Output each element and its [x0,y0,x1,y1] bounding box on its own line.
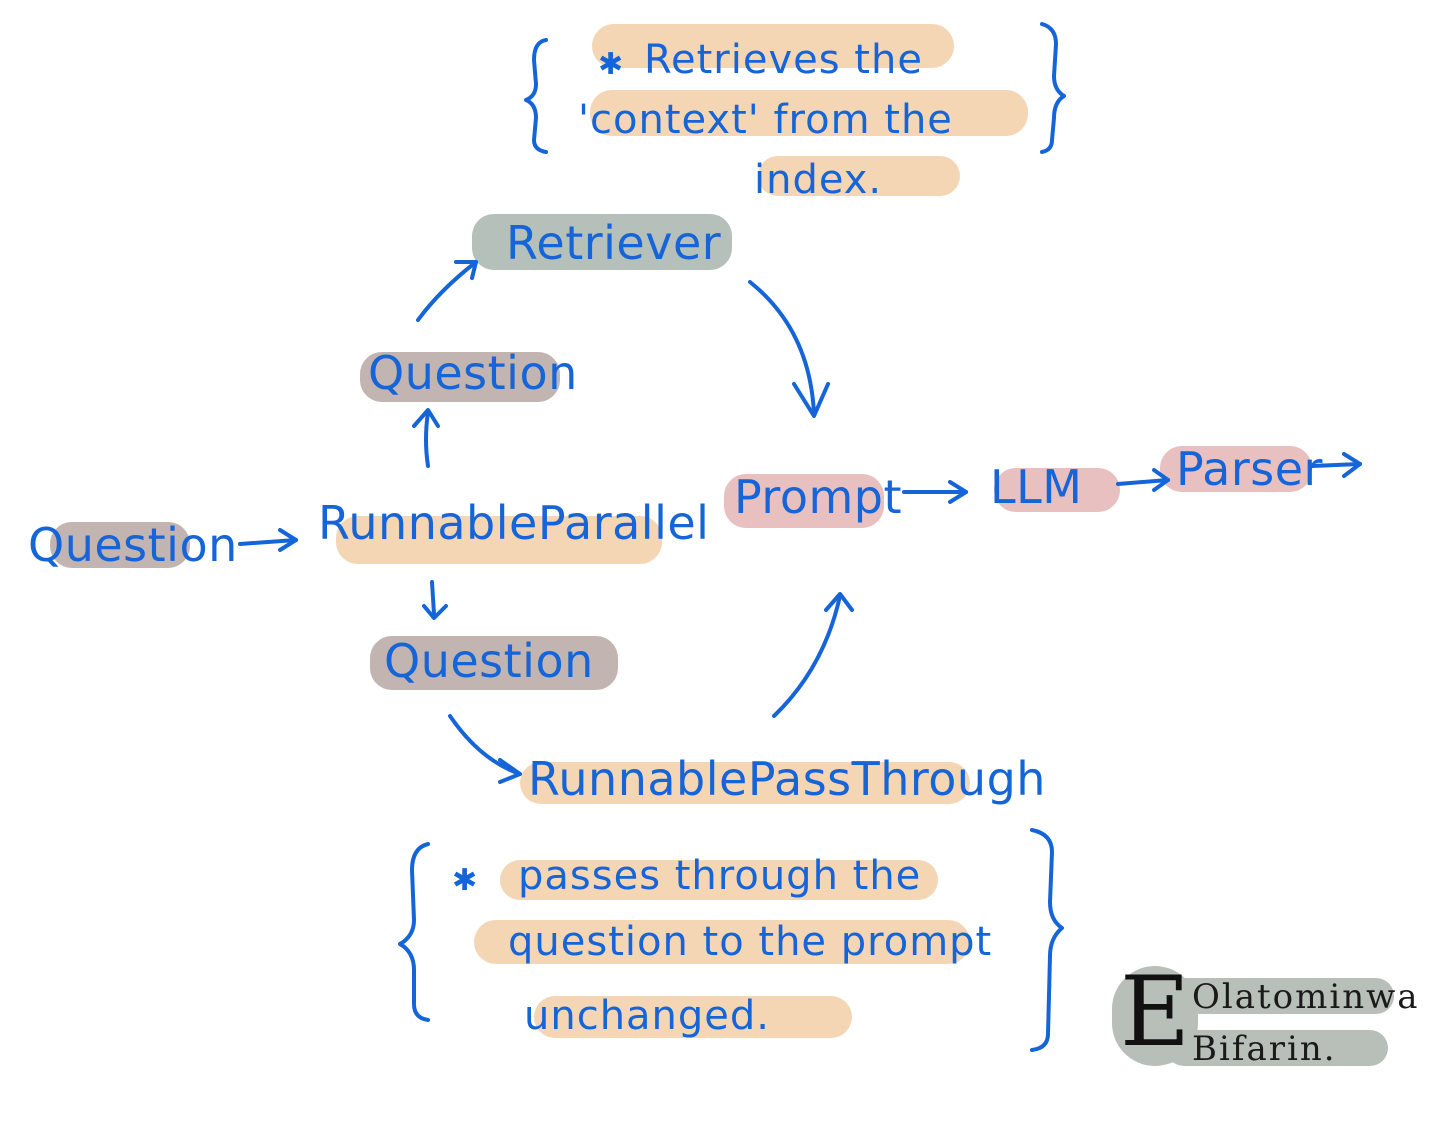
arrow-parallel-to-question-up-head [412,408,440,428]
signature-first-name: Olatominwa [1192,977,1420,1017]
node-prompt: Prompt [734,470,903,524]
highlight-question-input [50,522,190,568]
arrow-retriever-to-prompt-head [792,382,830,418]
arrow-parser-to-output-head [1342,452,1362,478]
highlight-runnable-parallel [336,516,662,564]
arrow-passthrough-to-prompt-head [824,592,854,612]
arrow-llm-to-parser [1116,478,1170,486]
highlight-note-top-3 [758,156,960,196]
highlight-signature-1 [1166,978,1394,1014]
arrow-question-to-retriever-head [454,260,478,280]
arrow-parallel-to-question-down [430,580,436,616]
note-bullet-top: ✱ [598,47,625,82]
arrow-retriever-to-prompt [748,280,816,416]
highlight-signature-2 [1166,1030,1388,1066]
arrow-passthrough-to-prompt [772,594,842,718]
highlight-note-bottom-3 [534,996,852,1038]
highlight-parser [1160,446,1312,492]
highlight-note-bottom-2 [474,920,970,964]
highlight-retriever [472,214,732,270]
highlight-prompt [724,474,884,528]
signature-last-name: Bifarin. [1192,1029,1337,1069]
note-retriever-line2: 'context' from the [578,97,953,143]
arrow-prompt-to-llm-head [948,480,968,504]
note-retriever-line3: index. [754,157,883,203]
brace-right-top [1040,22,1066,154]
node-parser: Parser [1176,442,1323,496]
note-passthrough-line2: question to the prompt [508,919,993,965]
arrow-llm-to-parser-head [1152,468,1170,492]
arrow-input-to-parallel [238,538,298,546]
arrow-parallel-to-question-up [424,410,430,468]
node-question-up: Question [368,346,578,400]
node-question-down: Question [384,634,594,688]
node-runnable-parallel: RunnableParallel [318,496,710,550]
brace-left-top [524,38,548,154]
highlight-llm [994,468,1120,512]
arrow-input-to-parallel-head [278,528,298,552]
arrow-parser-to-output [1310,462,1362,468]
arrow-question-to-retriever [416,260,478,322]
node-retriever: Retriever [506,216,722,270]
node-question-input: Question [28,518,238,572]
highlight-runnable-passthrough [520,762,970,804]
note-bullet-bottom: ✱ [452,863,479,898]
arrow-question-to-passthrough-head [498,758,522,784]
signature-monogram: E [1120,956,1191,1068]
note-retriever-line1: Retrieves the [644,37,923,83]
highlight-note-bottom-1 [500,860,938,900]
brace-left-bottom [398,842,430,1022]
note-passthrough-line1: passes through the [518,853,922,899]
highlight-question-up [360,352,560,402]
node-llm: LLM [990,460,1083,514]
highlight-note-top-1 [592,24,954,68]
note-passthrough-line3: unchanged. [524,993,771,1039]
highlight-question-down [370,636,618,690]
arrow-parallel-to-question-down-head [422,604,448,620]
brace-right-bottom [1030,828,1064,1052]
highlight-note-top-2 [590,90,1028,136]
node-runnable-passthrough: RunnablePassThrough [528,752,1046,806]
